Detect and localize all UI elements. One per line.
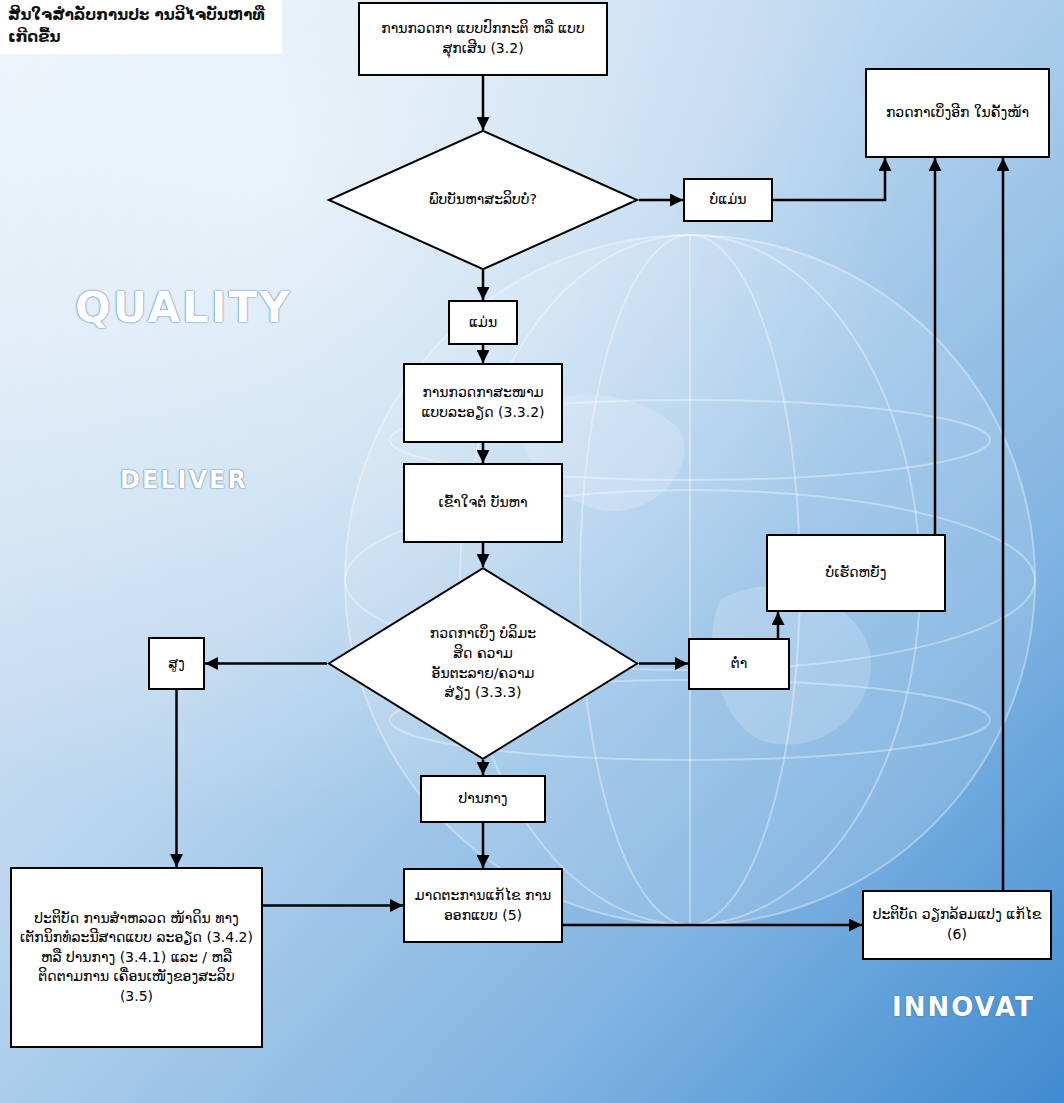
flow-arrow (482, 76, 485, 130)
diamond-shape (329, 131, 637, 269)
node-text: ກວດກາເບິ່ງອີກ ໃນຄັ້ງໜ້າ (886, 103, 1029, 123)
process-box: ປະຕິບັດ ວຽກລ້ອມແປງ ແກ້ໄຂ (6) (862, 890, 1052, 960)
process-box: ການກວດກາ ແບບປົກກະຕິ ຫລື ແບບສຸກເສີນ (3.2) (358, 2, 608, 76)
flow-arrow (205, 662, 327, 665)
diamond-shape (329, 568, 637, 759)
title-box: ສິນໃຈສຳລັບການປະ ານວິໄຈບັນຫາທີ່ເກີດຂື້ນ (0, 0, 282, 54)
node-text-group: ມາດຕະການແກ້ໄຂ ການອອກແບບ (5) (413, 886, 553, 925)
decision-diamond: ພົບບັນຫາສະລິບບໍ່? (327, 130, 639, 270)
flow-arrow (934, 158, 937, 534)
process-box: ກວດກາເບິ່ງອີກ ໃນຄັ້ງໜ້າ (865, 68, 1050, 158)
node-text: ຕ່ຳ (731, 654, 748, 674)
node-text-group: ກວດກາເບິ່ງອີກ ໃນຄັ້ງໜ້າ (886, 103, 1029, 123)
process-box: ຕ່ຳ (688, 638, 790, 690)
node-text-group: ປະຕິບັດ ການສຳຫລວດ ໜ້າດິນ ທາງເຕັກນິກທໍລະນ… (20, 909, 253, 1007)
node-text: ການກວດກາ ແບບປົກກະຕິ ຫລື ແບບສຸກເສີນ (3.2) (368, 19, 598, 58)
node-text: ພົບບັນຫາສະລິບບໍ່? (429, 190, 537, 210)
node-text-group: ສູງ (168, 654, 185, 674)
node-text: ສູງ (168, 654, 185, 674)
flow-arrow (1002, 158, 1005, 890)
node-text: ບໍ່ແມ່ນ (710, 190, 747, 210)
node-text: ປານກາງ (458, 789, 507, 809)
node-text: ເຂົ້າໃຈຕໍ່ ບັນຫາ (438, 493, 527, 513)
node-text: ມາດຕະການແກ້ໄຂ ການອອກແບບ (5) (413, 886, 553, 925)
node-text-group: ການກວດກາສະໜາມ ແບບລະອຽດ (3.3.2) (413, 383, 553, 422)
flow-arrow (773, 158, 885, 200)
flow-arrow (175, 690, 178, 867)
diamond-outline (327, 567, 639, 760)
node-text-group: ພົບບັນຫາສະລິບບໍ່? (429, 190, 537, 210)
flow-arrow (563, 924, 862, 927)
process-box: ບໍ່ແມ່ນ (683, 178, 773, 222)
flow-arrow (482, 270, 485, 300)
process-box: ປະຕິບັດ ການສຳຫລວດ ໜ້າດິນ ທາງເຕັກນິກທໍລະນ… (10, 867, 263, 1048)
flow-arrow (639, 662, 688, 665)
watermark-text: DELIVER (120, 466, 248, 494)
process-box: ບໍ່ເຮັດຫຍັງ (766, 534, 946, 612)
flow-arrow (482, 823, 485, 868)
process-box: ປານກາງ (420, 775, 546, 823)
node-text-group: ບໍ່ແມ່ນ (710, 190, 747, 210)
node-text-group: ບໍ່ເຮັດຫຍັງ (826, 563, 887, 583)
flow-arrow (482, 443, 485, 463)
flow-arrow (482, 345, 485, 363)
node-text-group: ເຂົ້າໃຈຕໍ່ ບັນຫາ (438, 493, 527, 513)
flow-arrow (639, 199, 683, 202)
node-text: ປະຕິບັດ ການສຳຫລວດ ໜ້າດິນ ທາງເຕັກນິກທໍລະນ… (20, 909, 253, 1007)
decision-diamond: ກວດກາເບິ່ງ ບໍລິມະສິດ ຄວາມ ອັນຕະລາຍ/ຄວາມສ… (327, 567, 639, 760)
watermark-text: QUALITY (75, 283, 291, 332)
node-text: ແມ່ນ (469, 313, 497, 333)
flow-arrow (482, 760, 485, 775)
node-text-group: ແມ່ນ (469, 313, 497, 333)
node-text-group: ປານກາງ (458, 789, 507, 809)
process-box: ສູງ (148, 637, 205, 690)
flow-arrow (777, 612, 780, 638)
node-text: ກວດກາເບິ່ງ ບໍລິມະສິດ ຄວາມ ອັນຕະລາຍ/ຄວາມສ… (421, 624, 545, 702)
flow-arrow (263, 904, 403, 907)
node-text: ປະຕິບັດ ວຽກລ້ອມແປງ ແກ້ໄຂ (6) (872, 905, 1042, 944)
process-box: ມາດຕະການແກ້ໄຂ ການອອກແບບ (5) (403, 868, 563, 943)
node-text-group: ການກວດກາ ແບບປົກກະຕິ ຫລື ແບບສຸກເສີນ (3.2) (368, 19, 598, 58)
globe-watermark (345, 235, 1035, 925)
watermark-text: INNOVAT (892, 992, 1035, 1022)
node-text: ການກວດກາສະໜາມ ແບບລະອຽດ (3.3.2) (413, 383, 553, 422)
title-text: ສິນໃຈສຳລັບການປະ ານວິໄຈບັນຫາທີ່ເກີດຂື້ນ (8, 5, 274, 49)
node-text-group: ກວດກາເບິ່ງ ບໍລິມະສິດ ຄວາມ ອັນຕະລາຍ/ຄວາມສ… (421, 624, 545, 702)
node-text: ບໍ່ເຮັດຫຍັງ (826, 563, 887, 583)
flow-arrow (482, 543, 485, 567)
process-box: ແມ່ນ (448, 300, 518, 345)
node-text-group: ຕ່ຳ (731, 654, 748, 674)
node-text-group: ປະຕິບັດ ວຽກລ້ອມແປງ ແກ້ໄຂ (6) (872, 905, 1042, 944)
process-box: ເຂົ້າໃຈຕໍ່ ບັນຫາ (403, 463, 563, 543)
process-box: ການກວດກາສະໜາມ ແບບລະອຽດ (3.3.2) (403, 363, 563, 443)
